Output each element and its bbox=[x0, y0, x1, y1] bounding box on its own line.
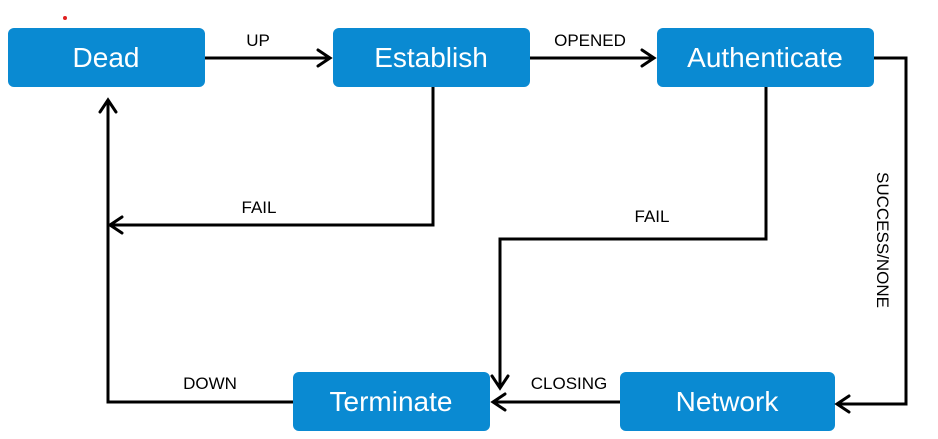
state-terminate: Terminate bbox=[293, 372, 490, 431]
edge-up bbox=[205, 48, 333, 68]
arrowhead bbox=[490, 374, 510, 391]
marker-dot bbox=[63, 16, 67, 20]
state-dead: Dead bbox=[8, 28, 205, 87]
edge-label-up: UP bbox=[246, 31, 270, 50]
arrowhead bbox=[316, 48, 333, 68]
arrowhead bbox=[490, 392, 507, 412]
state-network-label: Network bbox=[676, 386, 780, 417]
edge-label-closing: CLOSING bbox=[531, 374, 608, 393]
state-authenticate: Authenticate bbox=[657, 28, 874, 87]
edge-opened bbox=[530, 48, 657, 68]
state-establish: Establish bbox=[333, 28, 530, 87]
arrowhead bbox=[640, 48, 657, 68]
edge-label-opened: OPENED bbox=[554, 31, 626, 50]
state-establish-label: Establish bbox=[374, 42, 488, 73]
edge-establish-fail bbox=[107, 87, 435, 235]
edge-label-authenticate-fail: FAIL bbox=[635, 207, 670, 226]
edge-authenticate-fail bbox=[490, 87, 768, 391]
arrowhead bbox=[834, 394, 851, 414]
edge-success-none bbox=[834, 56, 908, 414]
edge-closing bbox=[490, 392, 620, 412]
state-terminate-label: Terminate bbox=[330, 386, 453, 417]
edge-down bbox=[98, 97, 293, 404]
arrowhead bbox=[98, 97, 118, 114]
arrowhead bbox=[107, 215, 124, 235]
edge-label-establish-fail: FAIL bbox=[242, 198, 277, 217]
edge-label-down: DOWN bbox=[183, 374, 237, 393]
edge-label-success-none: SUCCESS/NONE bbox=[873, 172, 892, 308]
state-network: Network bbox=[620, 372, 835, 431]
state-authenticate-label: Authenticate bbox=[687, 42, 843, 73]
state-dead-label: Dead bbox=[73, 42, 140, 73]
